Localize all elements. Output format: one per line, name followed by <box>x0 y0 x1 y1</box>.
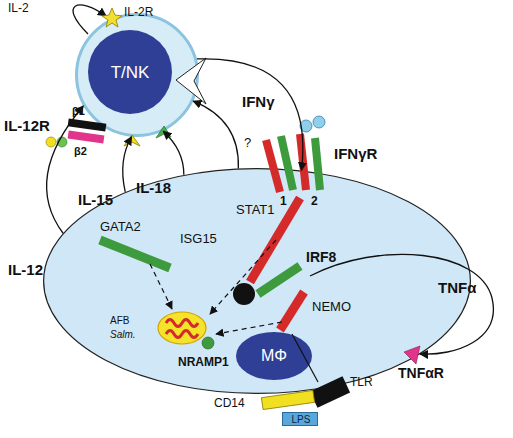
edge-label: IFNγ <box>242 94 275 109</box>
signal-arrow <box>197 59 303 171</box>
cell-membrane <box>44 169 471 394</box>
node-label: T/NK <box>111 64 150 81</box>
bacterium <box>166 320 198 327</box>
ifngr2-chain <box>315 138 320 190</box>
nramp1-dot <box>202 337 214 349</box>
cell-outline <box>43 168 471 394</box>
bacterium <box>166 331 198 338</box>
part-label: IL-12R <box>4 118 50 133</box>
cell-nucleus <box>88 30 172 114</box>
irf8-bar <box>258 266 300 294</box>
beta1-chain <box>68 118 107 131</box>
signal-arrow <box>163 131 184 175</box>
dashed-arrow <box>150 264 172 309</box>
node-label: MΦ <box>261 348 287 364</box>
dashed-arrow <box>216 322 282 334</box>
dashed-arrow <box>210 240 276 314</box>
ifngr2-chain <box>281 136 293 190</box>
il2-receptor <box>102 8 122 27</box>
part-label: TNFαR <box>398 366 444 380</box>
tnf-receptor <box>404 346 420 364</box>
il18-receptor <box>156 126 171 138</box>
part-label: IFNγR <box>334 146 377 161</box>
macrophage-cell: MΦ <box>43 168 471 394</box>
gata2-bar <box>100 240 170 268</box>
ifngr1-chain <box>266 140 280 192</box>
cd14-receptor <box>261 390 314 409</box>
stat1-bar <box>250 198 300 282</box>
il12-subunit <box>57 137 67 147</box>
isg15-dot <box>233 283 255 305</box>
part-label: IL-2 <box>8 2 29 14</box>
phagosome <box>158 312 206 344</box>
cell-nucleus <box>236 332 312 380</box>
tnf-loop-arrow <box>310 254 493 354</box>
part-label: β1 <box>72 106 85 117</box>
ifng-ligand <box>313 116 325 128</box>
ifngr1-chain <box>300 134 306 190</box>
edge-label: ? <box>244 136 251 149</box>
signal-arrow <box>193 101 238 168</box>
node-label: LPS <box>292 415 311 425</box>
part-label: β2 <box>74 146 87 157</box>
tnk-cell: T/NK <box>75 13 199 137</box>
cell-membrane <box>77 15 198 136</box>
il15-receptor <box>124 135 140 146</box>
lps-box: LPS <box>282 412 318 426</box>
il2-loop-arrow <box>73 5 106 34</box>
nemo-bar <box>280 292 304 330</box>
ifng-ligand <box>300 120 312 132</box>
signal-arrow <box>47 106 84 233</box>
beta2-chain <box>68 131 105 144</box>
edge-label: IL-12 <box>8 262 43 277</box>
signal-arrow <box>123 137 132 192</box>
il12-subunit <box>46 137 56 147</box>
tlr-signal-line <box>292 334 318 382</box>
secretion-star <box>176 58 206 104</box>
tlr-receptor <box>310 376 350 408</box>
part-label: CD14 <box>214 397 245 409</box>
